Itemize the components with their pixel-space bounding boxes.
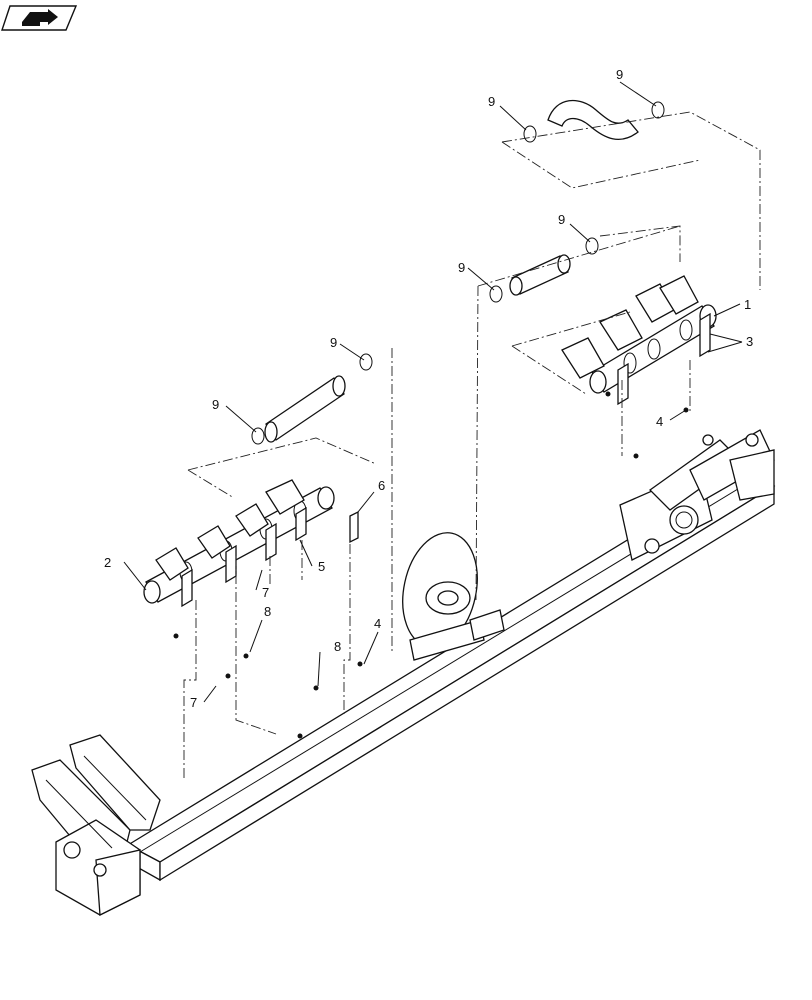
callout-9-middle-upper: 9 [558,212,565,227]
callout-9-top-left: 9 [488,94,495,109]
bracket-part-6 [349,510,359,544]
callout-4-right: 4 [656,414,663,429]
left-cleaning-paddles [155,479,307,608]
callout-9-left-upper: 9 [330,335,337,350]
view-toggle-icon[interactable] [1,5,78,31]
callout-9-middle-lower: 9 [458,260,465,275]
hose-clamps [251,101,665,445]
fan-disc [402,532,505,661]
callout-3: 3 [746,334,753,349]
callout-leaders [123,81,743,703]
callout-1: 1 [744,297,751,312]
callout-9-left-lower: 9 [212,397,219,412]
left-auger-tube [143,486,335,604]
callout-5: 5 [318,559,325,574]
hose-left [264,375,346,443]
assembly-lines [183,111,761,780]
callout-6: 6 [378,478,385,493]
callout-7-lower: 7 [190,695,197,710]
left-end-bracket [31,734,161,917]
right-cleaning-paddles [561,275,711,406]
fasteners [173,391,689,739]
right-end-assembly [619,429,775,561]
callout-4-left: 4 [374,616,381,631]
callout-8-right: 8 [334,639,341,654]
callout-labels: 1 2 3 4 4 5 6 7 7 8 8 9 9 9 9 9 9 [104,67,753,710]
callout-9-top-right: 9 [616,67,623,82]
callout-2: 2 [104,555,111,570]
callout-8-left: 8 [264,604,271,619]
hose-upper [547,99,639,141]
callout-7-upper: 7 [262,585,269,600]
